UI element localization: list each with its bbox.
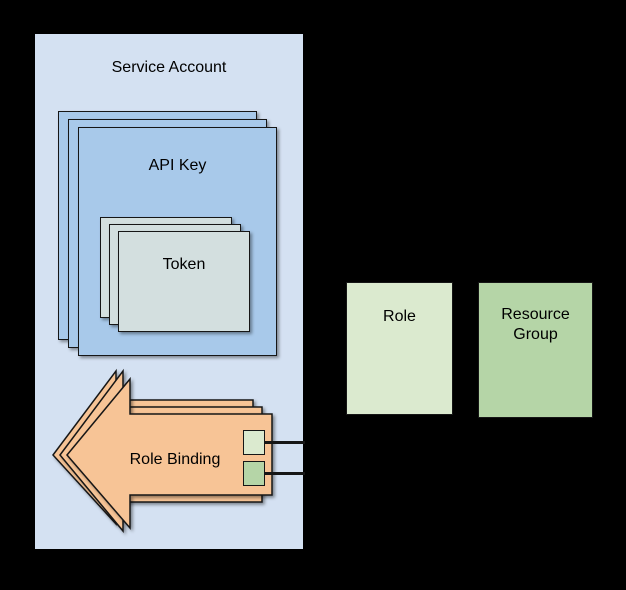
role-connector-line (264, 441, 305, 444)
token-card-front[interactable]: Token (118, 231, 250, 332)
role-binding-label: Role Binding (129, 451, 221, 468)
resource-group-label: Resource Group (479, 305, 592, 345)
resource-group-label-line2: Group (513, 326, 558, 343)
resource-group-connector-line (264, 472, 305, 475)
role-connector-swatch[interactable] (243, 430, 265, 455)
service-account-label: Service Account (111, 59, 227, 76)
resource-group-box[interactable]: Resource Group (478, 282, 593, 418)
role-label: Role (383, 308, 416, 325)
token-label: Token (162, 256, 206, 273)
role-box[interactable]: Role (346, 282, 453, 415)
resource-group-connector-swatch[interactable] (243, 461, 265, 486)
resource-group-label-line1: Resource (501, 306, 570, 323)
api-key-label: API Key (148, 157, 207, 174)
